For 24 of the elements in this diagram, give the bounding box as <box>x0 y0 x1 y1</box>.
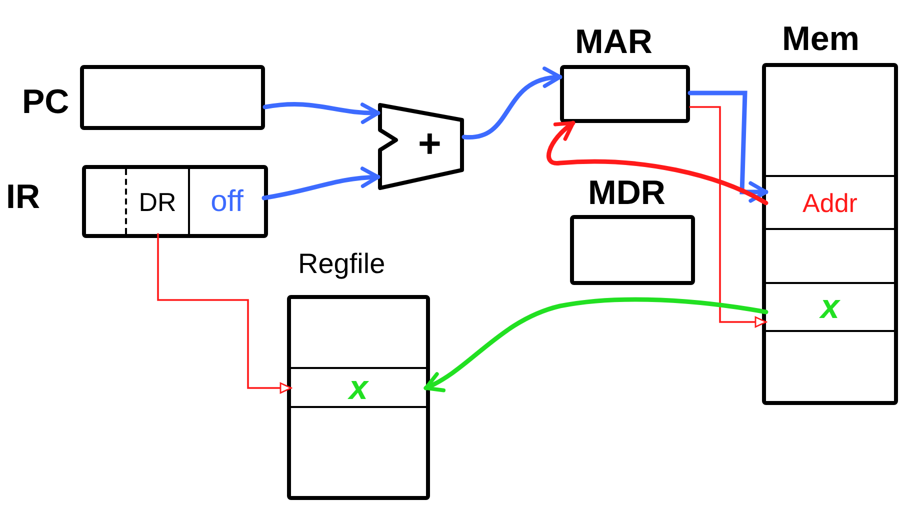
memory-cell <box>766 282 894 332</box>
arrow <box>157 233 292 394</box>
arrow <box>546 120 768 206</box>
cell-value: x <box>820 290 840 324</box>
arrow <box>688 90 768 203</box>
register-label: MDR <box>588 176 666 210</box>
cell-value: Addr <box>802 190 858 216</box>
register-label: PC <box>22 85 70 119</box>
memory-cell <box>766 175 894 230</box>
arrow <box>262 166 380 200</box>
arrow <box>262 102 380 124</box>
field-label: DR <box>138 188 176 214</box>
field-label: off <box>210 186 244 216</box>
register-file-label: Regfile <box>298 250 386 278</box>
arrow <box>424 297 768 392</box>
cell-value: x <box>349 370 368 404</box>
arrow <box>462 68 562 140</box>
memory-label: Mem <box>782 22 860 56</box>
register-cell <box>291 367 426 408</box>
register-field <box>125 169 190 234</box>
operator-sign: + <box>418 124 442 164</box>
arrow <box>689 106 767 328</box>
register-label: MAR <box>575 25 652 59</box>
register-label: IR <box>6 180 40 214</box>
